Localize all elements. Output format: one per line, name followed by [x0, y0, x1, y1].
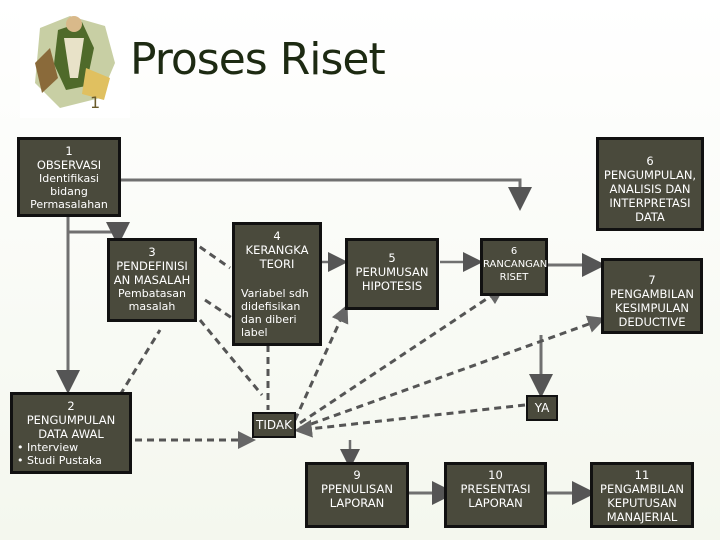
step-number: 1: [65, 144, 73, 158]
link-3-4-dashed: [204, 298, 236, 322]
step-6-pengumpulan-analisis: 6 PENGUMPULAN, ANALISIS DAN INTERPRETASI…: [596, 137, 704, 231]
link-2-3-dashed: [118, 329, 162, 396]
link-3-tidak-dashed: [198, 319, 264, 396]
step-number: 11: [634, 468, 650, 482]
link-tidak-5-dashed: [293, 304, 349, 421]
step-5-perumusan-hipotesis: 5 PERUMUSAN HIPOTESIS: [345, 238, 439, 310]
step-number: 9: [353, 468, 361, 482]
step-9-penulisan-laporan: 9 PPENULISAN LAPORAN: [305, 462, 409, 528]
step-heading: OBSERVASI: [36, 158, 102, 172]
step-6-rancangan-riset: 6 RANCANGAN RISET: [480, 238, 548, 296]
step-item: • Interview: [17, 441, 79, 454]
step-heading: PENDEFINISI AN MASALAH: [113, 259, 191, 287]
step-number: 4: [273, 229, 281, 243]
link-1-6b: [120, 178, 532, 211]
link-tidak-6a-dashed: [299, 286, 505, 425]
step-heading: PENGAMBILAN KESIMPULAN DEDUCTIVE: [610, 287, 694, 329]
step-1-observasi: 1 OBSERVASI Identifikasi bidang Permasal…: [17, 137, 121, 217]
step-heading: PPENULISAN LAPORAN: [321, 482, 393, 510]
step-heading: RANCANGAN RISET: [483, 259, 548, 283]
clipart-illustration: 1: [20, 8, 130, 118]
step-10-presentasi-laporan: 10 PRESENTASI LAPORAN: [444, 462, 547, 528]
step-11-pengambilan-keputusan: 11 PENGAMBILAN KEPUTUSAN MANAJERIAL: [590, 462, 694, 528]
link-tidak-7-dashed: [299, 315, 606, 430]
step-number: 2: [67, 399, 75, 413]
step-number: 6: [510, 246, 518, 257]
decision-yes-label: YA: [526, 395, 558, 421]
step-4-kerangka-teori: 4 KERANGKA TEORI Variabel sdh didefisika…: [232, 222, 322, 346]
step-heading: PRESENTASI LAPORAN: [460, 482, 531, 510]
link-ya-tidak-dashed: [294, 403, 526, 438]
step-heading: PERUMUSAN HIPOTESIS: [355, 265, 429, 293]
step-number: 3: [148, 245, 156, 259]
step-heading: PENGUMPULAN, ANALISIS DAN INTERPRETASI D…: [603, 168, 697, 224]
step-description: Identifikasi bidang Permasalahan: [30, 172, 108, 211]
step-item: • Studi Pustaka: [17, 454, 102, 467]
step-7-pengambilan-kesimpulan: 7 PENGAMBILAN KESIMPULAN DEDUCTIVE: [601, 258, 703, 334]
svg-text:1: 1: [90, 93, 100, 112]
link-1-3: [66, 215, 130, 246]
step-number: 6: [646, 154, 654, 168]
decision-no-label: TIDAK: [252, 412, 296, 438]
step-heading: PENGAMBILAN KEPUTUSAN MANAJERIAL: [600, 482, 684, 524]
step-number: 5: [388, 251, 396, 265]
step-2-pengumpulan-data-awal: 2 PENGUMPULAN DATA AWAL • Interview • St…: [10, 392, 132, 474]
step-description: Variabel sdh didefisikan dan diberi labe…: [241, 287, 309, 339]
link-dashed-diag: [189, 238, 231, 270]
step-number: 10: [488, 468, 503, 482]
step-3-pendefinisian-masalah: 3 PENDEFINISI AN MASALAH Pembatasan masa…: [107, 238, 197, 322]
step-description: Pembatasan masalah: [118, 287, 186, 313]
step-heading: KERANGKA TEORI: [245, 243, 309, 271]
step-heading: PENGUMPULAN DATA AWAL: [26, 413, 116, 441]
page-title: Proses Riset: [130, 34, 386, 85]
step-number: 7: [648, 273, 656, 287]
